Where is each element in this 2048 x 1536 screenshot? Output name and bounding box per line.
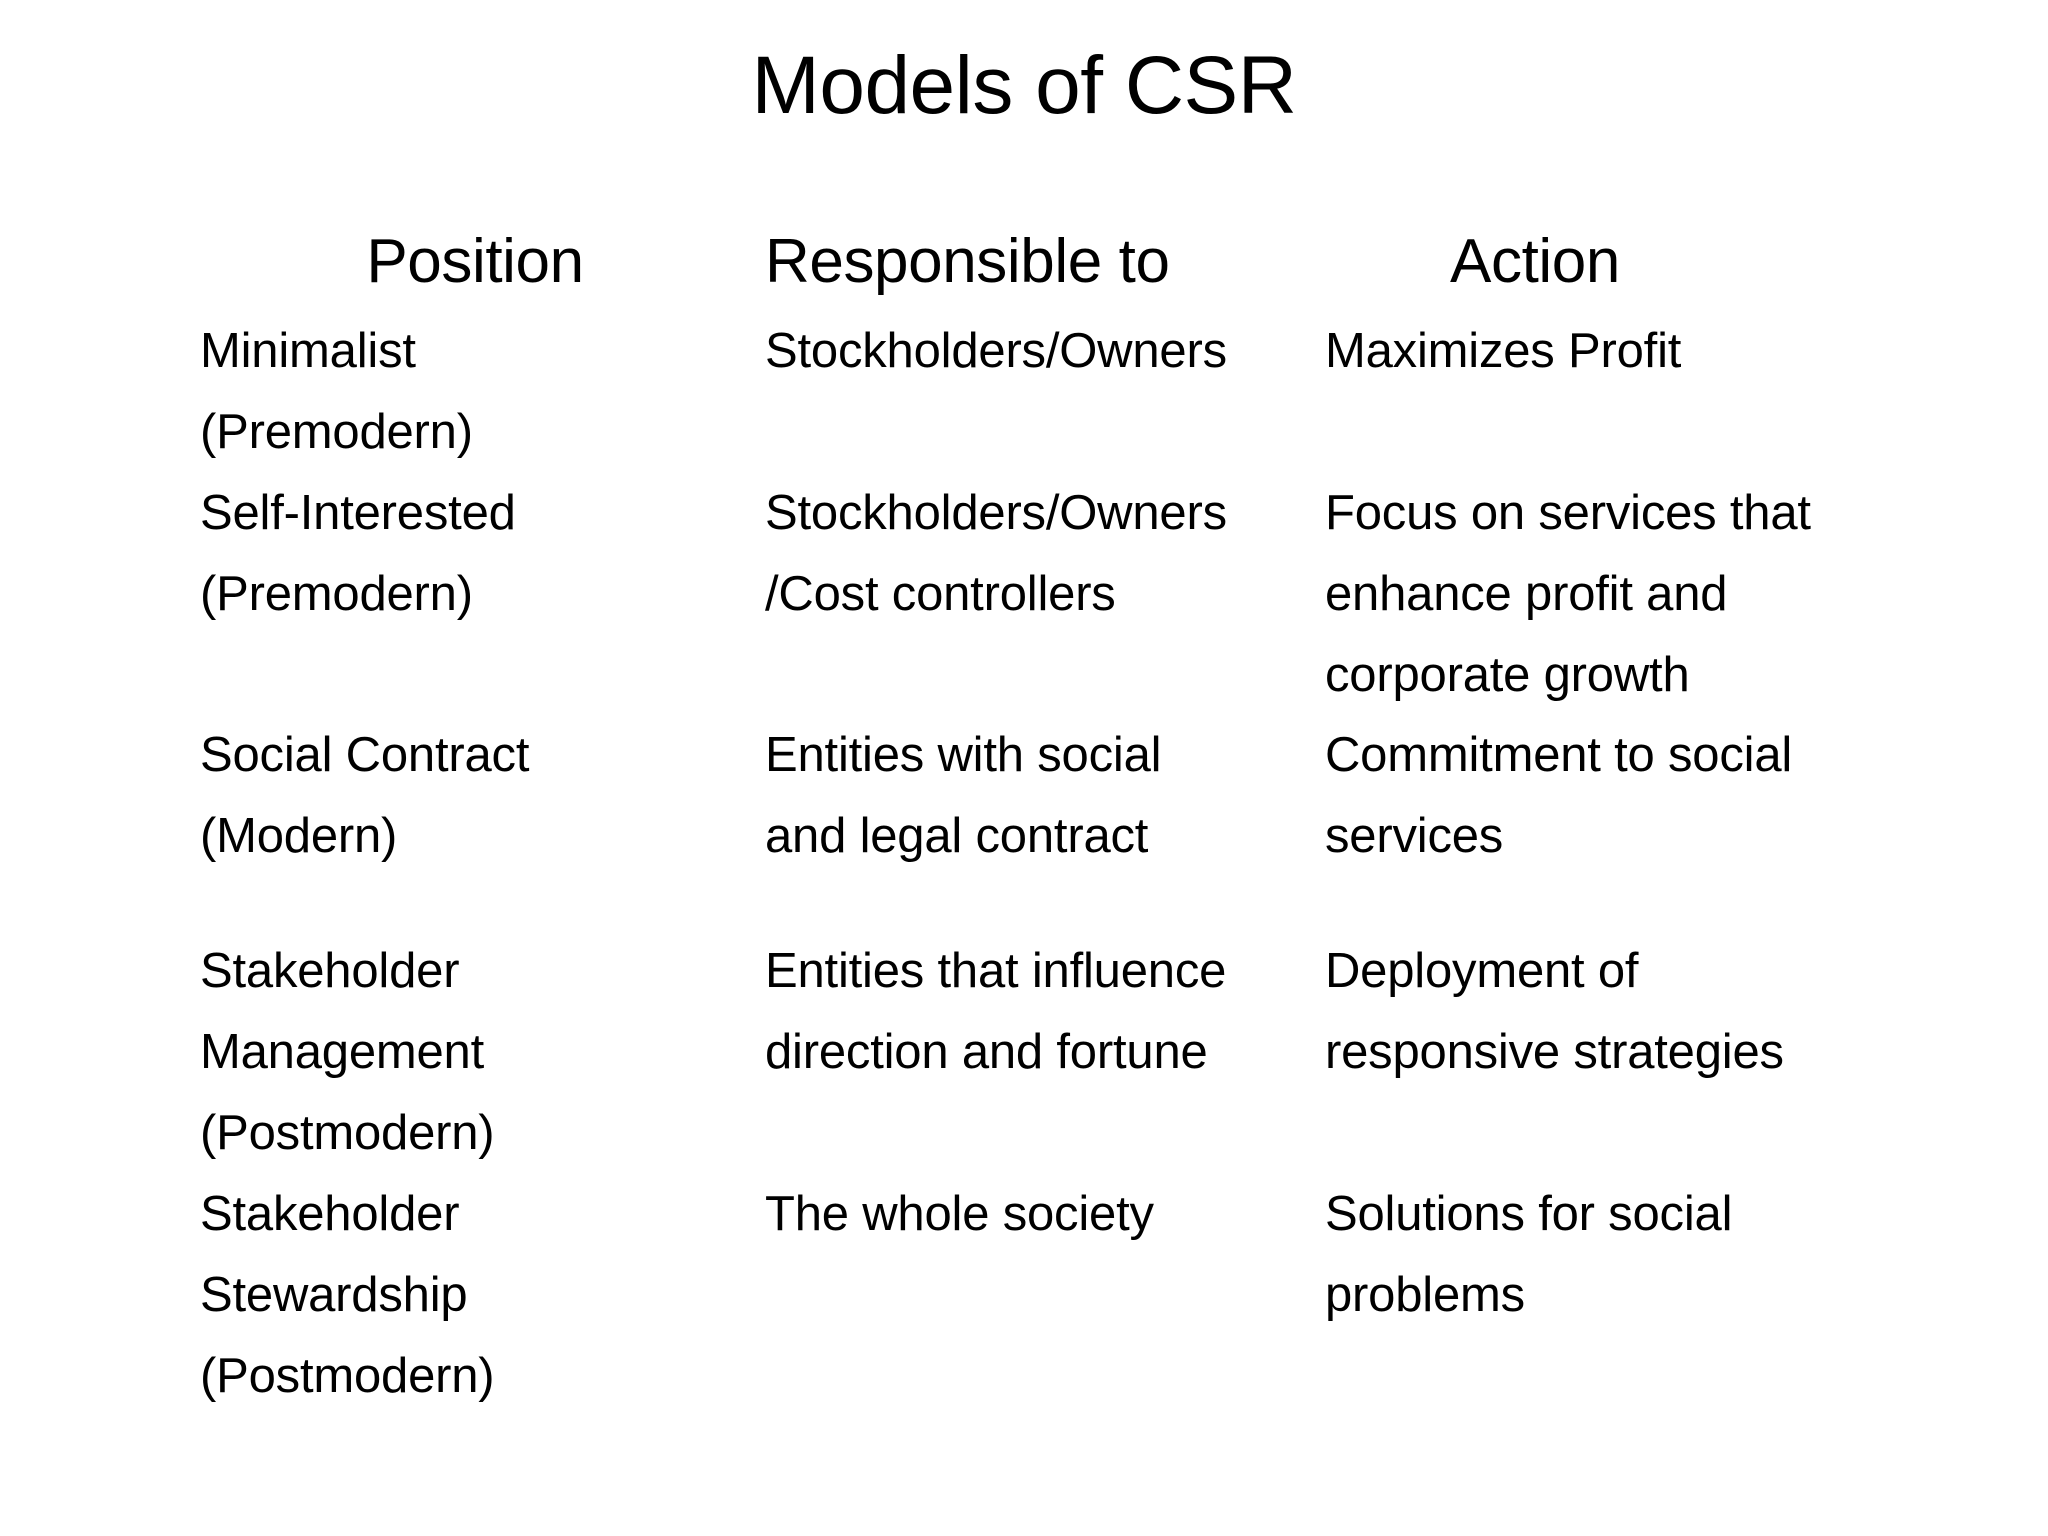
table-cell-position: Stakeholder Management (Postmodern) bbox=[200, 931, 760, 1174]
column-header-position: Position bbox=[366, 227, 584, 296]
table-cell-action: Focus on services that enhance profit an… bbox=[1325, 473, 1945, 716]
table-cell-responsible-to: The whole society bbox=[765, 1174, 1325, 1255]
cell-line: The whole society bbox=[765, 1187, 1154, 1241]
cell-line: Focus on services that bbox=[1325, 486, 1811, 540]
cell-line: enhance profit and bbox=[1325, 567, 1728, 621]
column-header-responsible-to: Responsible to bbox=[765, 227, 1170, 296]
cell-line: Deployment of bbox=[1325, 944, 1639, 998]
cell-line: (Postmodern) bbox=[200, 1349, 495, 1403]
column-action: Action bbox=[1325, 225, 1945, 311]
cell-lines: Self-Interested (Premodern) bbox=[200, 473, 760, 635]
cell-lines: Stakeholder Management (Postmodern) bbox=[200, 931, 760, 1174]
cell-lines: Stakeholder Stewardship (Postmodern) bbox=[200, 1174, 760, 1417]
table-cell-responsible-to: Entities that influence direction and fo… bbox=[765, 931, 1325, 1093]
cell-line: Social Contract bbox=[200, 728, 530, 782]
cell-line: Stewardship bbox=[200, 1268, 468, 1322]
cell-line: direction and fortune bbox=[765, 1025, 1208, 1079]
cell-lines: Minimalist (Premodern) bbox=[200, 311, 760, 473]
cell-line: services bbox=[1325, 809, 1504, 863]
cell-lines: Entities with social and legal contract bbox=[765, 715, 1325, 877]
table-cell-position: Minimalist (Premodern) bbox=[200, 311, 760, 473]
table-cell-responsible-to: Entities with social and legal contract bbox=[765, 715, 1325, 877]
cell-line: (Premodern) bbox=[200, 567, 473, 621]
cell-lines: Focus on services that enhance profit an… bbox=[1325, 473, 1945, 716]
cell-line: Minimalist bbox=[200, 324, 416, 378]
cell-line: Commitment to social bbox=[1325, 728, 1793, 782]
cell-lines: Social Contract (Modern) bbox=[200, 715, 760, 877]
table-cell-action: Deployment of responsive strategies bbox=[1325, 931, 1945, 1093]
cell-lines: Commitment to social services bbox=[1325, 715, 1945, 877]
cell-line: Solutions for social bbox=[1325, 1187, 1733, 1241]
table-cell-action: Maximizes Profit bbox=[1325, 311, 1945, 392]
cell-line: Entities with social bbox=[765, 728, 1162, 782]
page-title: Models of CSR bbox=[751, 40, 1297, 131]
column-header-action: Action bbox=[1450, 227, 1620, 296]
cell-line: (Postmodern) bbox=[200, 1106, 495, 1160]
table-cell-action: Commitment to social services bbox=[1325, 715, 1945, 877]
cell-lines: Solutions for social problems bbox=[1325, 1174, 1945, 1336]
cell-line: Maximizes Profit bbox=[1325, 324, 1682, 378]
column-position: Position bbox=[200, 225, 760, 311]
cell-line: corporate growth bbox=[1325, 648, 1690, 702]
cell-line: /Cost controllers bbox=[765, 567, 1116, 621]
cell-lines: Maximizes Profit bbox=[1325, 311, 1945, 392]
cell-line: Stockholders/Owners bbox=[765, 324, 1227, 378]
cell-line: and legal contract bbox=[765, 809, 1149, 863]
cell-lines: The whole society bbox=[765, 1174, 1325, 1255]
cell-lines: Stockholders/Owners /Cost controllers bbox=[765, 473, 1325, 635]
table-cell-position: Stakeholder Stewardship (Postmodern) bbox=[200, 1174, 760, 1417]
cell-line: Self-Interested bbox=[200, 486, 516, 540]
cell-line: problems bbox=[1325, 1268, 1525, 1322]
cell-lines: Entities that influence direction and fo… bbox=[765, 931, 1325, 1093]
cell-line: Stockholders/Owners bbox=[765, 486, 1227, 540]
column-responsible-to: Responsible to bbox=[765, 225, 1325, 311]
cell-line: Stakeholder bbox=[200, 944, 460, 998]
table-cell-action: Solutions for social problems bbox=[1325, 1174, 1945, 1336]
cell-lines: Deployment of responsive strategies bbox=[1325, 931, 1945, 1093]
table-cell-responsible-to: Stockholders/Owners /Cost controllers bbox=[765, 473, 1325, 635]
table-cell-responsible-to: Stockholders/Owners bbox=[765, 311, 1325, 392]
cell-line: (Modern) bbox=[200, 809, 398, 863]
cell-line: Stakeholder bbox=[200, 1187, 460, 1241]
table-cell-position: Social Contract (Modern) bbox=[200, 715, 760, 877]
cell-line: (Premodern) bbox=[200, 405, 473, 459]
cell-line: responsive strategies bbox=[1325, 1025, 1784, 1079]
cell-lines: Stockholders/Owners bbox=[765, 311, 1325, 392]
table-cell-position: Self-Interested (Premodern) bbox=[200, 473, 760, 635]
cell-line: Entities that influence bbox=[765, 944, 1227, 998]
cell-line: Management bbox=[200, 1025, 485, 1079]
